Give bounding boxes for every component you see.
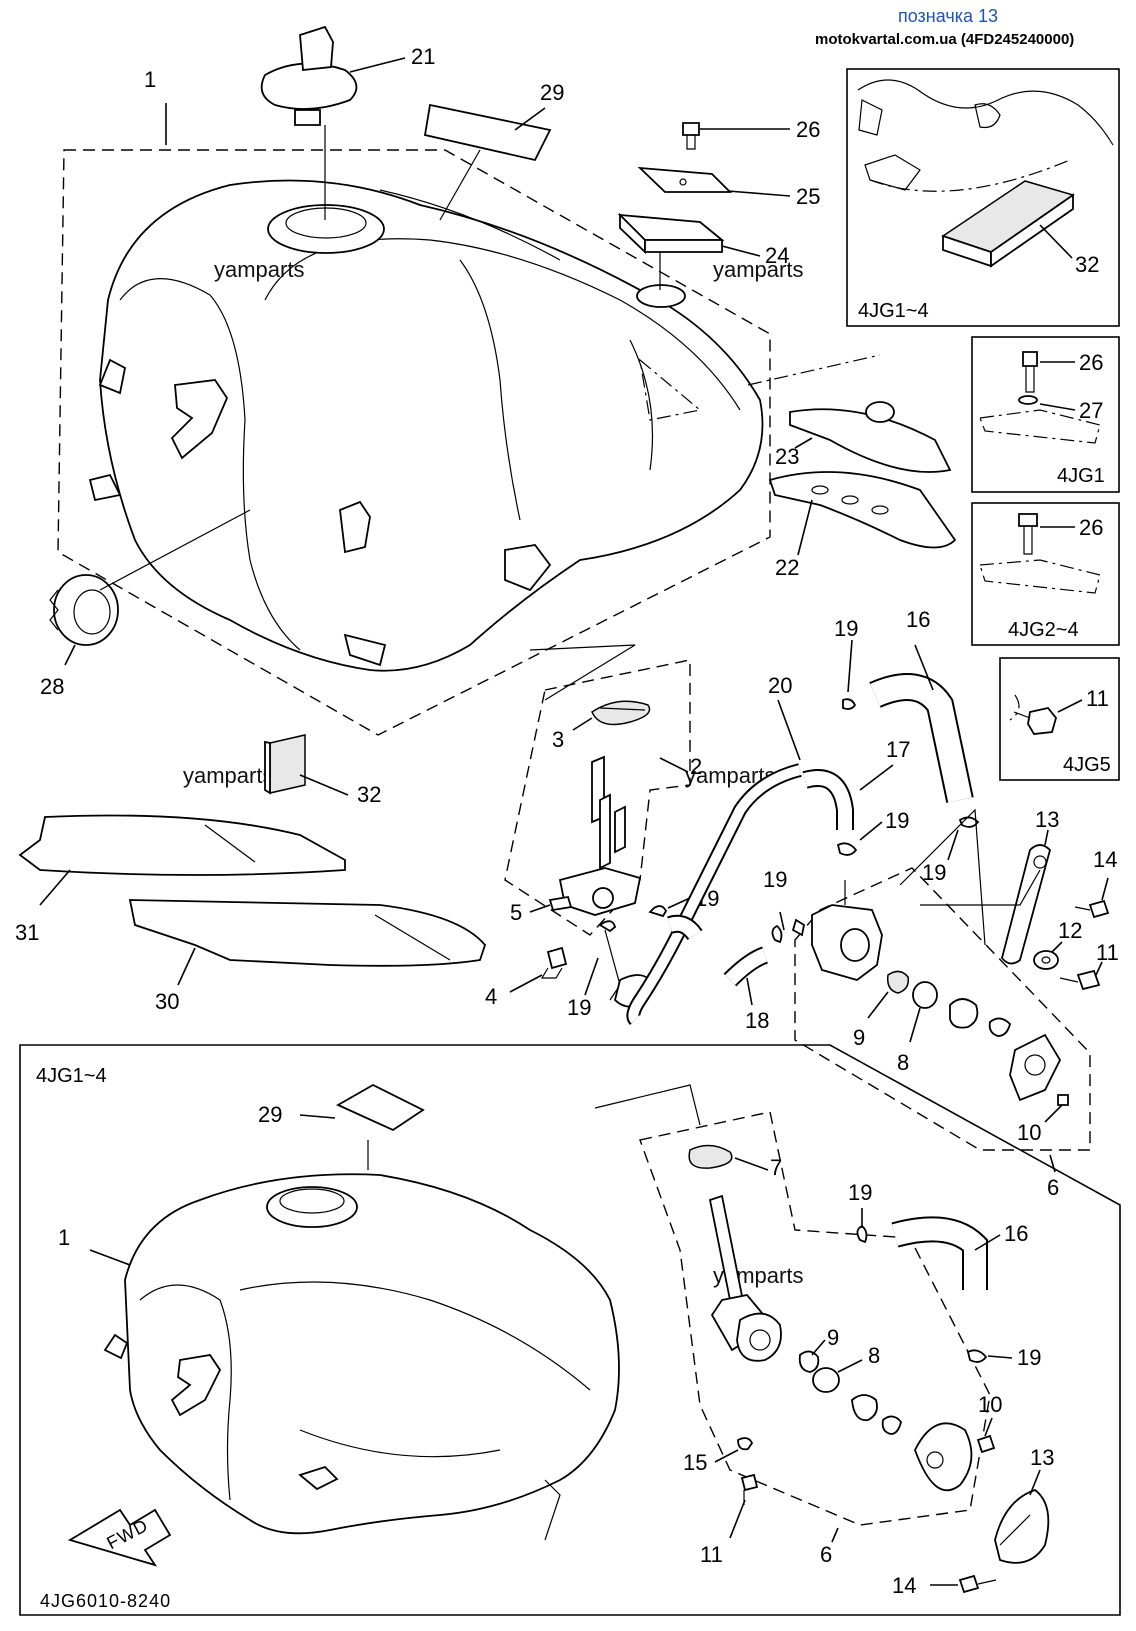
callout-3: 3 [552, 727, 564, 752]
callout-31: 31 [15, 920, 39, 945]
callout-19-h: 19 [1017, 1345, 1041, 1370]
callout-26-top: 26 [796, 117, 820, 142]
fuel-cock-6-upper: 9 8 10 6 [791, 867, 1091, 1200]
callout-26-box1: 26 [1079, 350, 1103, 375]
label-4jg1: 4JG1 [1057, 465, 1105, 487]
callout-19-e: 19 [763, 867, 787, 892]
callout-24: 24 [765, 243, 789, 268]
clip-19-c: 19 [836, 808, 909, 856]
plate-25: 25 [637, 166, 820, 209]
fuel-tank-lower: 1 [58, 1173, 620, 1541]
callout-7: 7 [770, 1155, 782, 1180]
callout-15: 15 [683, 1450, 707, 1475]
lever-13-low: 13 14 [892, 1445, 1054, 1598]
hose-18: 18 [667, 914, 769, 1033]
hose-20: 20 [626, 673, 802, 1025]
callout-14-top: 14 [1093, 847, 1117, 872]
callout-21: 21 [411, 44, 435, 69]
fuel-tank-upper: 1 [57, 67, 771, 736]
callout-29-low: 29 [258, 1102, 282, 1127]
decal-29-low: 29 [258, 1083, 425, 1170]
callout-1-top: 1 [144, 67, 156, 92]
hose-16-low: 16 19 19 [848, 1180, 1041, 1370]
callout-32-mid: 32 [357, 782, 381, 807]
variant-box-4jg2-4: 26 4JG2~4 [971, 502, 1120, 646]
callout-16-top: 16 [906, 607, 930, 632]
footer-code: 4JG6010-8240 [40, 1591, 171, 1611]
callout-9-top: 9 [853, 1025, 865, 1050]
cushion-28: 28 [40, 509, 251, 699]
hose-16-top: 16 19 [834, 607, 974, 803]
callout-23: 23 [775, 444, 799, 469]
diagram-title: позначка 13 [898, 6, 998, 26]
callout-5: 5 [510, 900, 522, 925]
callout-11-low: 11 [700, 1542, 723, 1567]
diagram-source: motokvartal.com.ua (4FD245240000) [815, 31, 1074, 48]
callout-8-low: 8 [868, 1343, 880, 1368]
callout-28: 28 [40, 674, 64, 699]
side-cover-30: 30 [128, 899, 487, 1014]
callout-8-top: 8 [897, 1050, 909, 1075]
side-cover-31: 31 [15, 814, 346, 945]
callout-13-low: 13 [1030, 1445, 1054, 1470]
callout-29-top: 29 [540, 80, 564, 105]
callout-14-low: 14 [892, 1573, 916, 1598]
callout-11-box: 11 [1086, 686, 1109, 711]
fuel-cap-21: 21 [260, 25, 435, 220]
callout-19-g: 19 [848, 1180, 872, 1205]
callout-32-box: 32 [1075, 252, 1099, 277]
callout-13-top: 13 [1035, 807, 1059, 832]
fuel-cock-assembly-6-low: 7 9 8 10 15 11 6 [594, 1084, 1002, 1567]
callout-9-low: 9 [827, 1325, 839, 1350]
callout-4: 4 [485, 984, 497, 1009]
hose-17: 17 [802, 737, 910, 830]
variant-box-4jg1: 26 27 4JG1 [971, 336, 1120, 493]
callout-6-low: 6 [820, 1542, 832, 1567]
callout-10-top: 10 [1017, 1120, 1041, 1145]
callout-19-f: 19 [567, 995, 591, 1020]
fwd-arrow: FWD [67, 1508, 172, 1567]
clip-19-e: 19 [763, 867, 787, 944]
watermark-1: yamparts [214, 257, 304, 282]
callout-25: 25 [796, 184, 820, 209]
watermark-2: yamparts [713, 257, 803, 282]
callout-30: 30 [155, 989, 179, 1014]
callout-10-low: 10 [978, 1392, 1002, 1417]
lower-section-box: 4JG1~4 [19, 1044, 1121, 1616]
damper-24: 24 [617, 212, 789, 290]
fuel-cock-assembly-2: 3 2 19 5 4 19 [485, 644, 719, 1020]
clip-19-d: 19 [922, 816, 980, 885]
bolt-26-top: 26 [682, 117, 820, 150]
bracket-23: 23 [747, 354, 952, 473]
pad-32-mid: 32 [264, 734, 381, 807]
callout-22: 22 [775, 555, 799, 580]
label-4jg5: 4JG5 [1063, 754, 1111, 776]
callout-26-box2: 26 [1079, 515, 1103, 540]
lever-13-top: 13 14 12 11 [899, 807, 1119, 991]
callout-16-low: 16 [1004, 1221, 1028, 1246]
variant-box-4jg1-4: 32 4JG1~4 [846, 68, 1120, 327]
label-lower-4jg1-4: 4JG1~4 [36, 1065, 107, 1087]
callout-6-top: 6 [1047, 1175, 1059, 1200]
callout-19-c: 19 [885, 808, 909, 833]
callout-17: 17 [886, 737, 910, 762]
variant-box-4jg5: 11 4JG5 [999, 657, 1120, 781]
label-4jg2-4: 4JG2~4 [1008, 619, 1079, 641]
callout-20: 20 [768, 673, 792, 698]
bracket-22: 22 [768, 471, 957, 580]
label-4jg1-4: 4JG1~4 [858, 300, 929, 322]
callout-11-c: 11 [1096, 940, 1119, 965]
watermark-3: yamparts [183, 763, 273, 788]
decal-29-top: 29 [423, 80, 564, 221]
callout-27: 27 [1079, 398, 1103, 423]
callout-18: 18 [745, 1008, 769, 1033]
callout-1-low: 1 [58, 1225, 70, 1250]
callout-12: 12 [1058, 918, 1082, 943]
callout-19-d: 19 [922, 860, 946, 885]
callout-19-a: 19 [834, 616, 858, 641]
callout-2: 2 [690, 754, 702, 779]
